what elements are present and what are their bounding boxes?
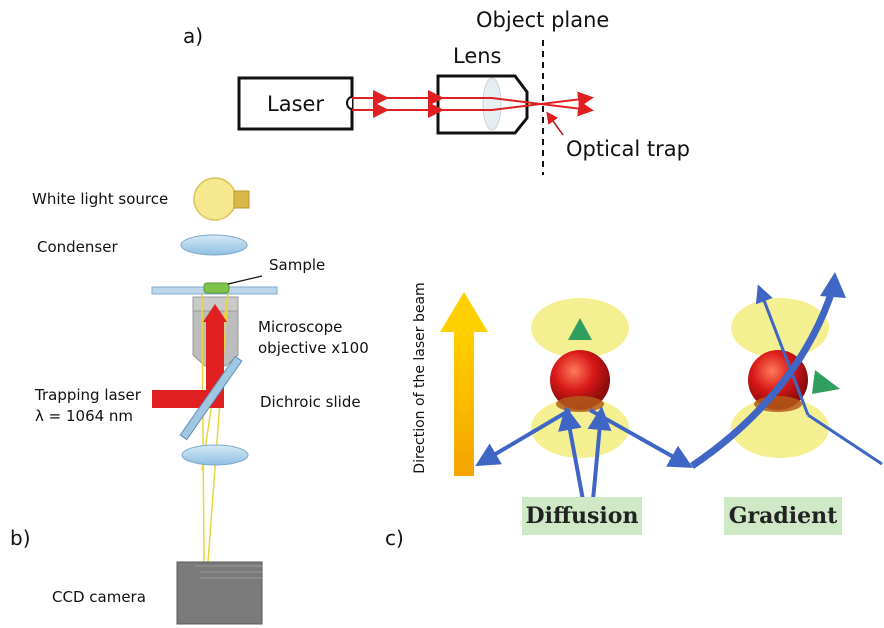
ccd-camera-label: CCD camera [52, 588, 146, 606]
diffusion-illustration [475, 298, 693, 501]
panel-b [151, 177, 278, 625]
gradient-illustration [690, 272, 883, 469]
laser-aperture [346, 96, 353, 110]
trapping-laser-label-line1: Trapping laser [35, 386, 141, 404]
optical-trap-label: Optical trap [566, 137, 690, 161]
panel-a-label: a) [183, 24, 204, 48]
dichroic-label: Dichroic slide [260, 393, 361, 411]
laser-label: Laser [267, 92, 325, 116]
optical-trap-pointer [546, 111, 564, 136]
dichroic-slide [179, 355, 243, 441]
panel-c [440, 272, 883, 501]
panel-a [237, 40, 594, 175]
condenser-lens [180, 234, 248, 256]
gradient-label: Gradient [724, 497, 842, 535]
diffusion-label: Diffusion [522, 497, 642, 535]
lens-element [482, 77, 502, 131]
tube-lens [181, 444, 249, 466]
objective-label-line1: Microscope [258, 318, 343, 336]
condenser-label: Condenser [37, 238, 118, 256]
sample-label: Sample [269, 256, 326, 274]
lens-label: Lens [453, 44, 502, 68]
force-triangle [568, 318, 592, 340]
sample [203, 282, 230, 294]
ccd-camera-icon [176, 561, 263, 625]
sample-pointer [227, 275, 263, 285]
beam-direction-label: Direction of the laser beam [412, 282, 428, 474]
particle-sphere [550, 350, 610, 410]
panel-c-label: c) [385, 526, 404, 550]
panel-b-label: b) [10, 526, 31, 550]
light-bulb-icon [193, 177, 250, 221]
laser-beams [352, 90, 594, 118]
trapping-laser-label-line2: λ = 1064 nm [35, 407, 134, 425]
lens-housing [436, 74, 529, 135]
objective-label-line2: objective x100 [258, 339, 369, 357]
white-light-source-label: White light source [32, 190, 169, 208]
object-plane-label: Object plane [476, 8, 610, 32]
beam-direction-arrow [440, 292, 488, 476]
